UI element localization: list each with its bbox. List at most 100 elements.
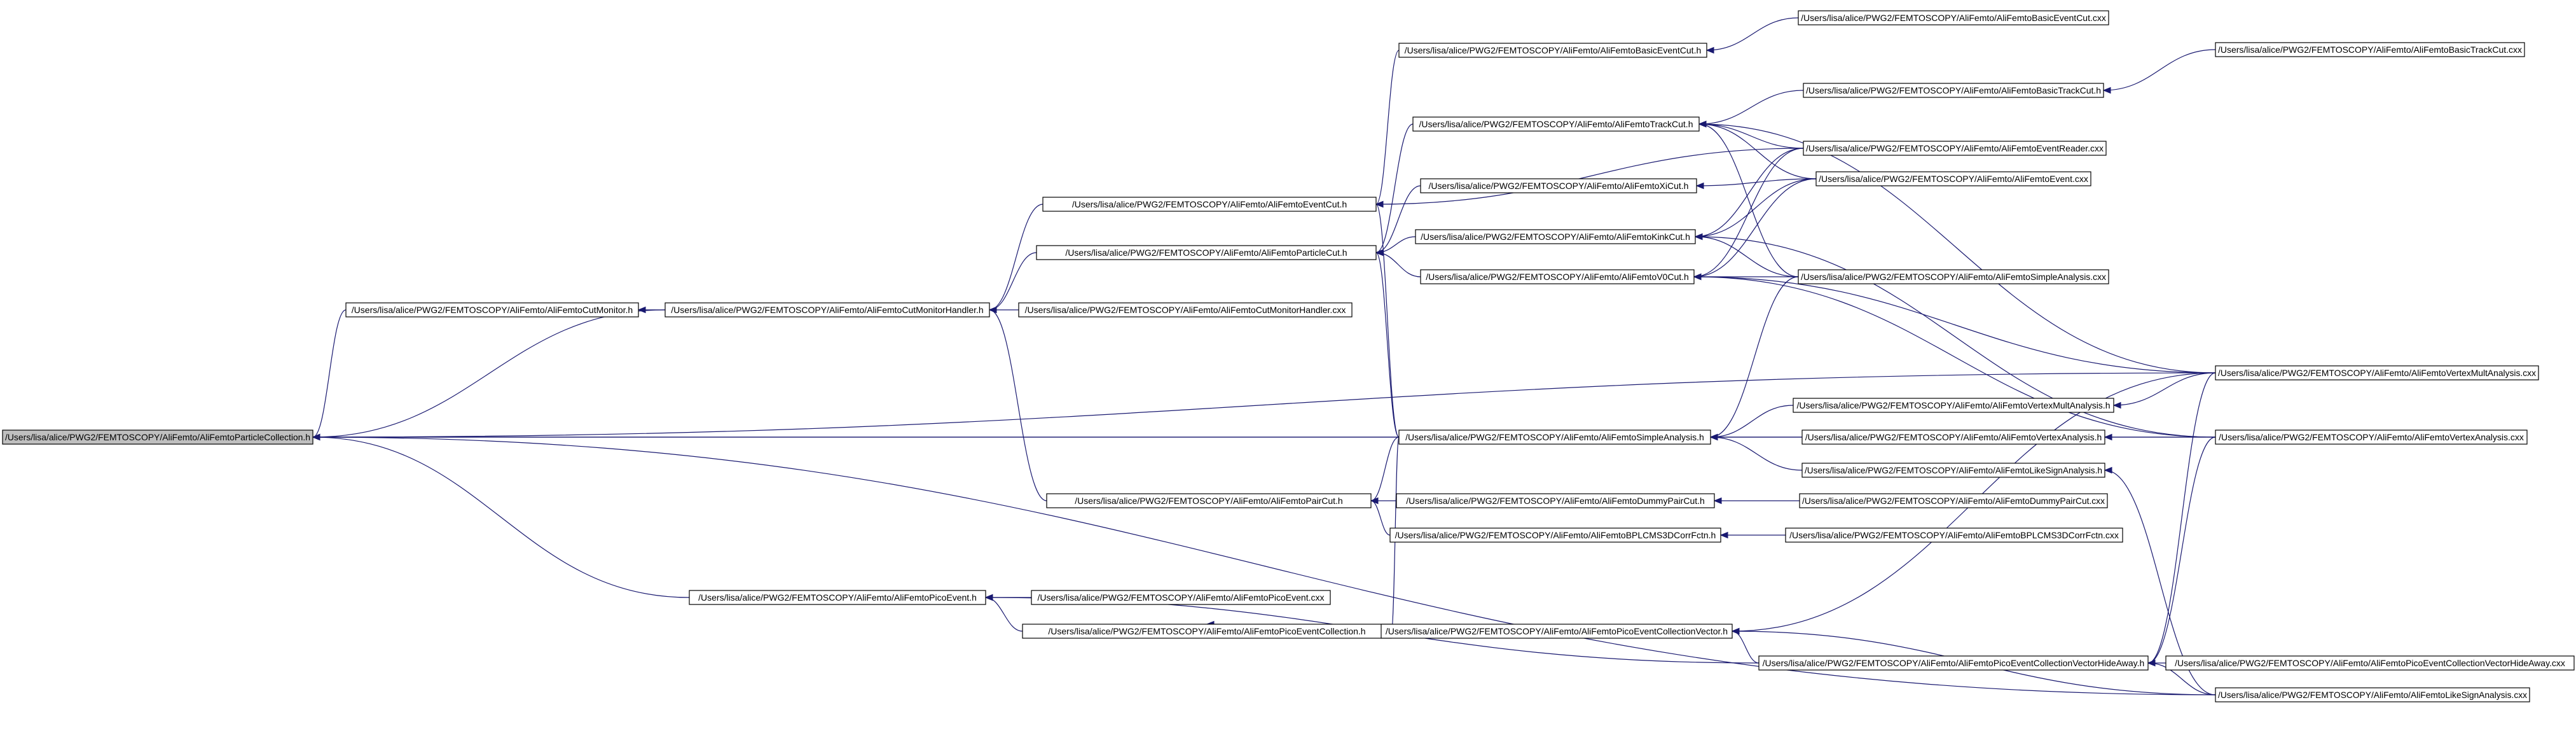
node-label: /Users/lisa/alice/PWG2/FEMTOSCOPY/AliFem…	[1395, 530, 1716, 540]
edge-line	[989, 252, 1037, 311]
node-box	[1798, 269, 2109, 284]
node-box	[1381, 624, 1733, 639]
file-node-vanalysis-h[interactable]: /Users/lisa/alice/PWG2/FEMTOSCOPY/AliFem…	[1801, 429, 2105, 445]
file-node-pecoll-h[interactable]: /Users/lisa/alice/PWG2/FEMTOSCOPY/AliFem…	[1022, 624, 1392, 639]
file-node-basictrackcut-cxx[interactable]: /Users/lisa/alice/PWG2/FEMTOSCOPY/AliFem…	[2215, 42, 2525, 57]
edge-line	[1698, 123, 1804, 149]
node-box	[1412, 116, 1700, 132]
node-box	[1415, 229, 1696, 244]
node-box	[1018, 302, 1353, 318]
file-node-vmultanalysis-h[interactable]: /Users/lisa/alice/PWG2/FEMTOSCOPY/AliFem…	[1793, 398, 2114, 413]
file-node-eventcut-h[interactable]: /Users/lisa/alice/PWG2/FEMTOSCOPY/AliFem…	[1042, 197, 1377, 212]
file-node-root[interactable]: /Users/lisa/alice/PWG2/FEMTOSCOPY/AliFem…	[2, 429, 313, 445]
arrowhead	[1693, 273, 1702, 281]
dependency-edge	[988, 204, 1043, 314]
node-label: /Users/lisa/alice/PWG2/FEMTOSCOPY/AliFem…	[2218, 690, 2527, 700]
node-box	[1036, 245, 1377, 260]
file-node-v0cut-h[interactable]: /Users/lisa/alice/PWG2/FEMTOSCOPY/AliFem…	[1420, 269, 1695, 284]
edge-line	[1375, 252, 1421, 277]
node-box	[1803, 83, 2104, 98]
arrowhead	[1713, 497, 1722, 505]
edge-line	[1693, 276, 2216, 438]
dependency-edge	[1709, 276, 1799, 441]
node-label: /Users/lisa/alice/PWG2/FEMTOSCOPY/AliFem…	[1065, 248, 1347, 258]
file-node-trackcut-h[interactable]: /Users/lisa/alice/PWG2/FEMTOSCOPY/AliFem…	[1412, 116, 1700, 132]
file-node-likesign-cxx[interactable]: /Users/lisa/alice/PWG2/FEMTOSCOPY/AliFem…	[2215, 687, 2530, 702]
file-node-simpleanalysis-cxx[interactable]: /Users/lisa/alice/PWG2/FEMTOSCOPY/AliFem…	[1798, 269, 2109, 284]
file-node-basictrackcut-h[interactable]: /Users/lisa/alice/PWG2/FEMTOSCOPY/AliFem…	[1803, 83, 2104, 98]
file-node-pecollvec-h[interactable]: /Users/lisa/alice/PWG2/FEMTOSCOPY/AliFem…	[1381, 624, 1733, 639]
file-node-picoevent-cxx[interactable]: /Users/lisa/alice/PWG2/FEMTOSCOPY/AliFem…	[1031, 590, 1331, 605]
dependency-edge	[1375, 200, 1400, 438]
dependency-edge	[1375, 123, 1414, 256]
dependency-edge	[2104, 433, 2215, 441]
dependency-edge	[2102, 49, 2216, 94]
edge-line	[1695, 236, 2216, 438]
file-node-basiceventcut-h[interactable]: /Users/lisa/alice/PWG2/FEMTOSCOPY/AliFem…	[1398, 43, 1707, 58]
edge-line	[312, 436, 690, 598]
file-node-vanalysis-cxx[interactable]: /Users/lisa/alice/PWG2/FEMTOSCOPY/AliFem…	[2215, 429, 2528, 445]
edge-line	[1375, 252, 1400, 438]
dependency-edge	[1698, 90, 1804, 128]
arrowhead	[1370, 497, 1379, 505]
file-node-likesign-h[interactable]: /Users/lisa/alice/PWG2/FEMTOSCOPY/AliFem…	[1801, 463, 2105, 478]
dependency-edge	[1695, 178, 1817, 190]
edge-line	[1693, 148, 1804, 277]
node-box	[1398, 429, 1711, 445]
arrowhead	[1719, 531, 1728, 539]
file-node-cmhandler-cxx[interactable]: /Users/lisa/alice/PWG2/FEMTOSCOPY/AliFem…	[1018, 302, 1353, 318]
node-box	[1420, 178, 1697, 193]
file-node-dummypaircut-cxx[interactable]: /Users/lisa/alice/PWG2/FEMTOSCOPY/AliFem…	[1799, 493, 2108, 508]
node-box	[689, 590, 986, 605]
node-label: /Users/lisa/alice/PWG2/FEMTOSCOPY/AliFem…	[1421, 232, 1690, 242]
file-node-vmultanalysis-cxx[interactable]: /Users/lisa/alice/PWG2/FEMTOSCOPY/AliFem…	[2215, 365, 2539, 380]
dependency-edge	[1698, 120, 1804, 149]
file-node-kinkcut-h[interactable]: /Users/lisa/alice/PWG2/FEMTOSCOPY/AliFem…	[1415, 229, 1696, 244]
arrowhead	[988, 306, 997, 314]
file-node-event-cxx[interactable]: /Users/lisa/alice/PWG2/FEMTOSCOPY/AliFem…	[1815, 171, 2091, 186]
file-node-simpleanalysis-h[interactable]: /Users/lisa/alice/PWG2/FEMTOSCOPY/AliFem…	[1398, 429, 1711, 445]
file-node-bplcms-cxx[interactable]: /Users/lisa/alice/PWG2/FEMTOSCOPY/AliFem…	[1785, 527, 2123, 543]
node-label: /Users/lisa/alice/PWG2/FEMTOSCOPY/AliFem…	[1802, 496, 2105, 506]
file-node-dummypaircut-h[interactable]: /Users/lisa/alice/PWG2/FEMTOSCOPY/AliFem…	[1396, 493, 1715, 508]
dependency-edge	[1370, 436, 1400, 505]
node-box	[665, 302, 990, 318]
file-node-picoevent-h[interactable]: /Users/lisa/alice/PWG2/FEMTOSCOPY/AliFem…	[689, 590, 986, 605]
node-label: /Users/lisa/alice/PWG2/FEMTOSCOPY/AliFem…	[5, 432, 310, 442]
node-label: /Users/lisa/alice/PWG2/FEMTOSCOPY/AliFem…	[671, 305, 983, 315]
node-label: /Users/lisa/alice/PWG2/FEMTOSCOPY/AliFem…	[1789, 530, 2119, 540]
edge-line	[1375, 123, 1414, 253]
edge-line	[2147, 436, 2216, 664]
node-box	[1803, 141, 2107, 156]
file-node-basiceventcut-cxx[interactable]: /Users/lisa/alice/PWG2/FEMTOSCOPY/AliFem…	[1798, 10, 2109, 25]
node-label: /Users/lisa/alice/PWG2/FEMTOSCOPY/AliFem…	[1405, 432, 1704, 442]
file-node-cmhandler-h[interactable]: /Users/lisa/alice/PWG2/FEMTOSCOPY/AliFem…	[665, 302, 990, 318]
edge-line	[1698, 123, 1799, 277]
node-box	[1389, 527, 1721, 543]
edge-line	[312, 309, 347, 438]
dependency-edge	[1705, 17, 1799, 54]
node-box	[1758, 655, 2149, 671]
node-label: /Users/lisa/alice/PWG2/FEMTOSCOPY/AliFem…	[1801, 13, 2106, 23]
arrowhead	[2102, 87, 2111, 94]
node-box	[2215, 365, 2539, 380]
node-label: /Users/lisa/alice/PWG2/FEMTOSCOPY/AliFem…	[698, 592, 977, 603]
node-box	[1785, 527, 2123, 543]
file-node-particlecut-h[interactable]: /Users/lisa/alice/PWG2/FEMTOSCOPY/AliFem…	[1036, 245, 1377, 260]
arrowhead	[1695, 182, 1704, 190]
file-node-xicut-h[interactable]: /Users/lisa/alice/PWG2/FEMTOSCOPY/AliFem…	[1420, 178, 1697, 193]
edge-line	[1732, 631, 1760, 664]
node-label: /Users/lisa/alice/PWG2/FEMTOSCOPY/AliFem…	[1072, 199, 1347, 209]
file-node-hideaway-cxx[interactable]: /Users/lisa/alice/PWG2/FEMTOSCOPY/AliFem…	[2165, 655, 2575, 671]
file-node-paircut-h[interactable]: /Users/lisa/alice/PWG2/FEMTOSCOPY/AliFem…	[1046, 493, 1372, 508]
file-node-hideaway-h[interactable]: /Users/lisa/alice/PWG2/FEMTOSCOPY/AliFem…	[1758, 655, 2149, 671]
file-node-bplcms-h[interactable]: /Users/lisa/alice/PWG2/FEMTOSCOPY/AliFem…	[1389, 527, 1721, 543]
arrowhead	[312, 433, 320, 441]
file-node-cutmonitor-h[interactable]: /Users/lisa/alice/PWG2/FEMTOSCOPY/AliFem…	[345, 302, 639, 318]
edge-line	[2147, 662, 2216, 695]
node-label: /Users/lisa/alice/PWG2/FEMTOSCOPY/AliFem…	[1025, 305, 1346, 315]
arrowhead	[2104, 466, 2112, 474]
file-node-eventreader-cxx[interactable]: /Users/lisa/alice/PWG2/FEMTOSCOPY/AliFem…	[1803, 141, 2107, 156]
dependency-edge	[1694, 148, 1804, 241]
node-label: /Users/lisa/alice/PWG2/FEMTOSCOPY/AliFem…	[1405, 45, 1702, 55]
